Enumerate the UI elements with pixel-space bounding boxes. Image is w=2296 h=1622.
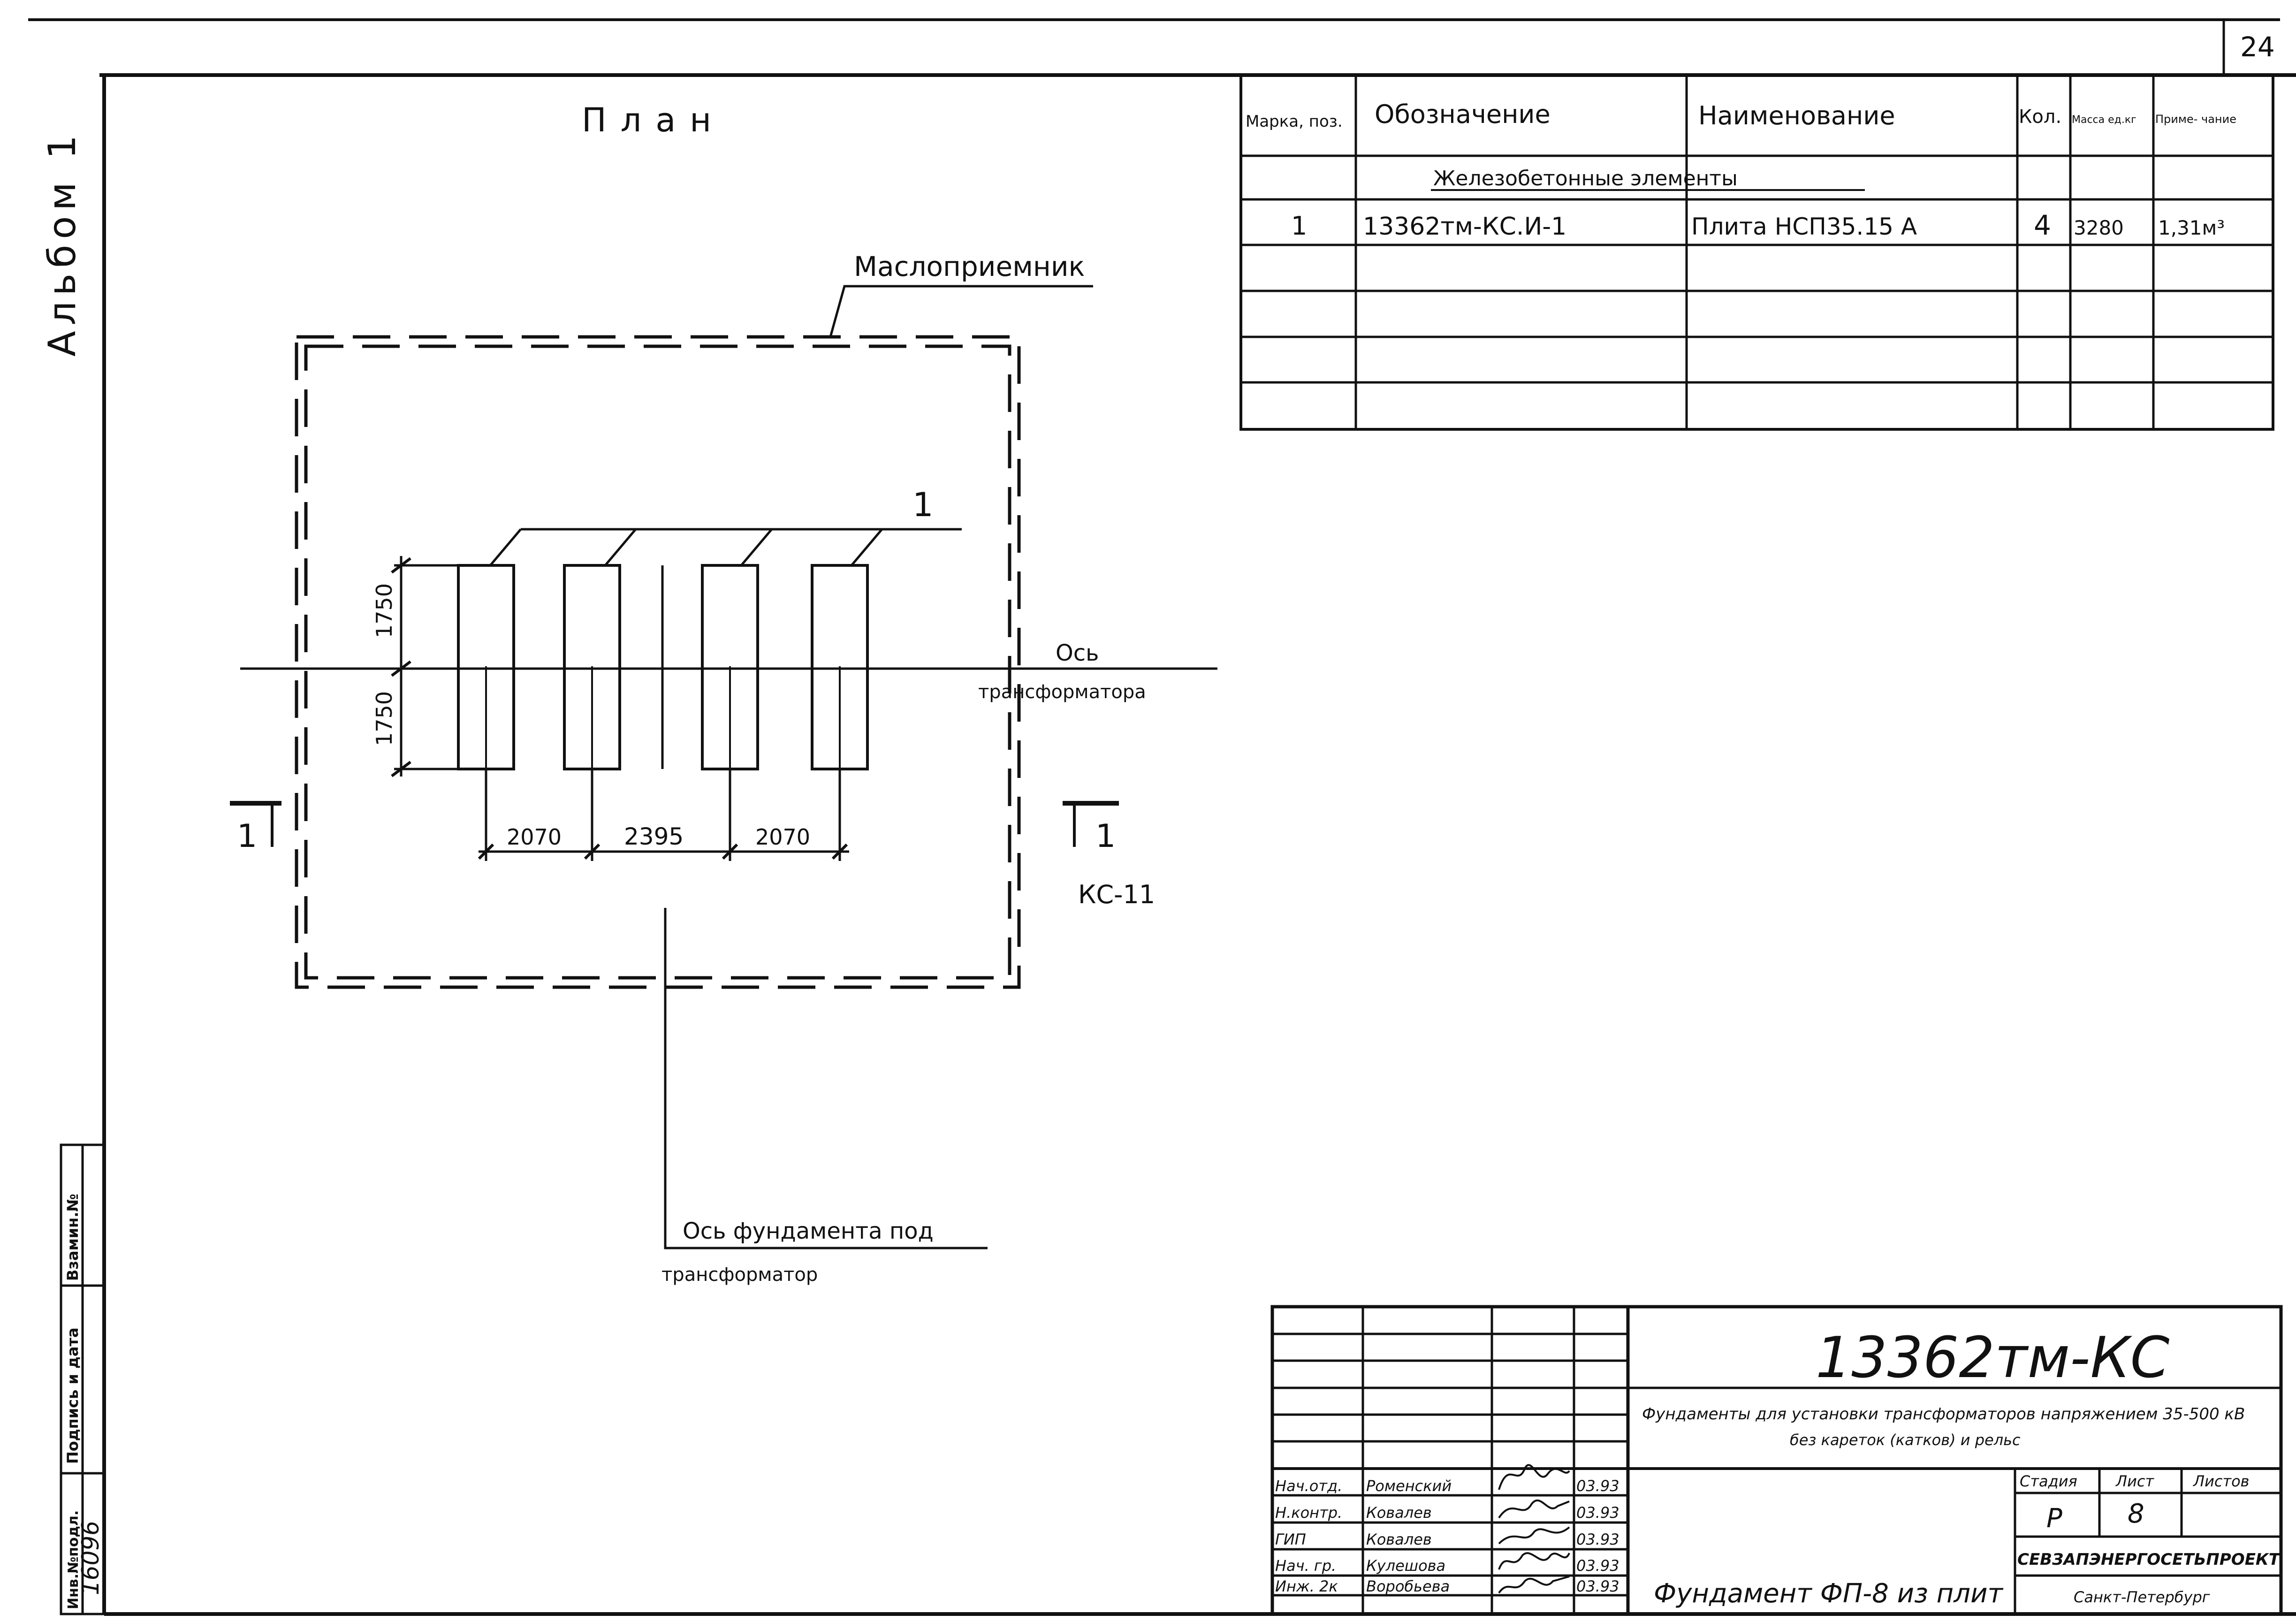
signature-4 [1498, 1552, 1570, 1570]
stamp-name: Воробьева [1366, 1577, 1450, 1595]
spec-section-title: Железобетонные элементы [1433, 167, 1738, 190]
position-leaders [489, 528, 962, 566]
spec-row-qty: 4 [2034, 209, 2051, 241]
stamp-role: Н.контр. [1275, 1504, 1342, 1522]
stamp-name: Роменский [1366, 1477, 1452, 1495]
stamp-description-1: Фундаменты для установки трансформаторов… [1642, 1405, 2245, 1424]
spec-header-name: Наименование [1698, 101, 1895, 130]
side-stamp [60, 1143, 106, 1615]
specification-table [1239, 74, 2274, 431]
stamp-doc-code: 13362тм-КС [1816, 1325, 2170, 1391]
stamp-date: 03.93 [1576, 1531, 1619, 1548]
spec-header-mark: Марка, поз. [1246, 112, 1343, 131]
section-right-label: 1 [1095, 818, 1116, 855]
oil-receiver-outline [295, 335, 1021, 989]
dim-d1: 2070 [507, 824, 562, 850]
foundation-axis-line-lower [664, 908, 988, 1249]
title-block [1270, 1305, 2283, 1616]
stamp-organization: СЕВЗАПЭНЕРГОСЕТЬПРОЕКТ [2017, 1550, 2281, 1569]
foundation-axis-label-1: Ось фундамента под [683, 1218, 934, 1244]
stamp-role: Нач. гр. [1275, 1557, 1336, 1575]
vertical-dimension [391, 556, 458, 777]
spec-header-note: Приме- чание [2155, 113, 2236, 126]
stamp-sheet-label: Лист [2115, 1472, 2154, 1490]
side-inv-number: 16096 [77, 1521, 104, 1595]
signature-3 [1498, 1526, 1570, 1545]
stamp-drawing-title: Фундамент ФП-8 из плит [1654, 1578, 2003, 1609]
transformer-axis-label-2: трансформатора [978, 681, 1146, 703]
section-reference: КС-11 [1078, 880, 1155, 909]
section-mark-left [230, 801, 281, 847]
side-sign-label: Подпись и дата [64, 1327, 82, 1464]
page-number: 24 [2240, 31, 2275, 63]
dim-d3: 2070 [755, 824, 810, 850]
transformer-axis-label-1: Ось [1056, 640, 1099, 666]
signature-5 [1498, 1576, 1570, 1594]
spec-row-mass: 3280 [2074, 216, 2124, 239]
stamp-role: Инж. 2к [1275, 1577, 1338, 1595]
stamp-sheets-label: Листов [2193, 1472, 2250, 1490]
side-replace-label: Взамин.№ [64, 1194, 82, 1281]
spec-header-qty: Кол. [2019, 106, 2061, 128]
dim-lower: 1750 [372, 691, 397, 746]
signatures [1498, 1464, 1570, 1594]
stamp-role: Нач.отд. [1275, 1477, 1342, 1495]
dim-upper: 1750 [372, 583, 397, 638]
signature-2 [1498, 1499, 1570, 1519]
spec-header-designation: Обозначение [1375, 99, 1551, 129]
album-label: Альбом 1 [40, 129, 84, 357]
stamp-sheets-value: 8 [2128, 1499, 2144, 1529]
spec-row-name: Плита НСП35.15 А [1691, 213, 1917, 240]
stamp-date: 03.93 [1576, 1577, 1619, 1595]
slab-position-label: 1 [912, 486, 934, 524]
side-inv-label: Инв.№подл. [65, 1510, 82, 1609]
stamp-stage-label: Стадия [2020, 1472, 2077, 1490]
spec-row-note: 1,31м³ [2158, 216, 2225, 239]
stamp-description-2: без кареток (катков) и рельс [1790, 1431, 2021, 1449]
plan-title: План [582, 101, 725, 139]
section-mark-right [1063, 801, 1119, 847]
stamp-date: 03.93 [1576, 1504, 1619, 1522]
stamp-name: Ковалев [1366, 1504, 1432, 1522]
dim-d2: 2395 [624, 823, 684, 850]
oil-receiver-leader [829, 285, 1093, 337]
spec-row-mark: 1 [1291, 211, 1307, 241]
stamp-stage-value: Р [2046, 1503, 2062, 1534]
stamp-city: Санкт-Петербург [2074, 1588, 2210, 1606]
stamp-name: Ковалев [1366, 1531, 1432, 1548]
stamp-date: 03.93 [1576, 1557, 1619, 1575]
spec-row-designation: 13362тм-КС.И-1 [1363, 213, 1566, 241]
stamp-date: 03.93 [1576, 1477, 1619, 1495]
foundation-axis-label-2: трансформатор [661, 1264, 818, 1286]
horizontal-dimension [478, 769, 849, 861]
stamp-name: Кулешова [1366, 1557, 1445, 1575]
stamp-role: ГИП [1275, 1531, 1306, 1548]
signature-1 [1498, 1464, 1570, 1490]
spec-header-mass: Масса ед.кг [2072, 114, 2136, 126]
oil-receiver-label: Маслоприемник [854, 251, 1085, 282]
section-left-label: 1 [237, 818, 257, 855]
